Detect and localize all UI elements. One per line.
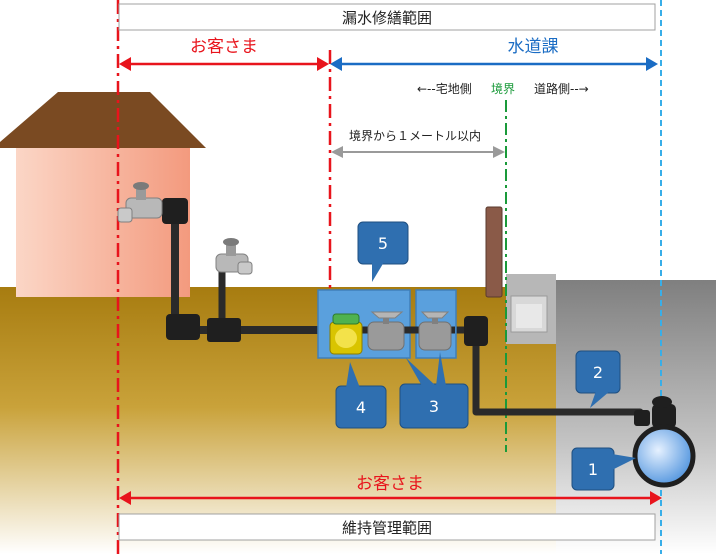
svg-text:4: 4: [356, 398, 366, 417]
callout-4: 4: [335, 362, 387, 429]
maintenance-range-title: 維持管理範囲: [342, 519, 432, 537]
water-meter-icon: [329, 313, 363, 355]
maintenance-range-box: [118, 513, 656, 541]
callout-1: 1: [571, 447, 636, 491]
arrow-customer-bottom: [119, 491, 662, 505]
callout-3: 3: [399, 352, 469, 429]
within-1m-label: 境界から１メートル以内: [349, 128, 481, 143]
stop-valve-icon: [367, 311, 405, 351]
water-main-icon: [632, 396, 696, 488]
svg-text:1: 1: [588, 460, 598, 479]
right-side-label: 道路側‐‐→: [534, 81, 589, 96]
arrow-customer-top: [119, 57, 329, 71]
svg-text:5: 5: [378, 234, 388, 253]
callout-2: 2: [575, 350, 621, 408]
left-side-label: ←‐‐宅地側: [417, 81, 472, 96]
boundary-label: 境界: [491, 81, 515, 96]
boundary-post: [485, 206, 503, 298]
water-dept-label: 水道課: [508, 37, 559, 57]
svg-text:3: 3: [429, 397, 439, 416]
faucet-low-icon: [215, 238, 253, 275]
faucet-high-icon: [117, 182, 163, 223]
gate-valve-icon: [418, 311, 452, 351]
repair-range-box: [118, 3, 656, 31]
curb: [506, 274, 556, 344]
svg-text:2: 2: [593, 363, 603, 382]
repair-range-title: 漏水修繕範囲: [342, 9, 432, 27]
customer-top-label: お客さま: [190, 37, 258, 57]
customer-bottom-label: お客さま: [356, 474, 424, 494]
arrow-within-1m: [331, 146, 505, 158]
callout-5: 5: [357, 221, 409, 282]
arrow-water-dept: [330, 57, 658, 71]
house: [0, 92, 206, 297]
